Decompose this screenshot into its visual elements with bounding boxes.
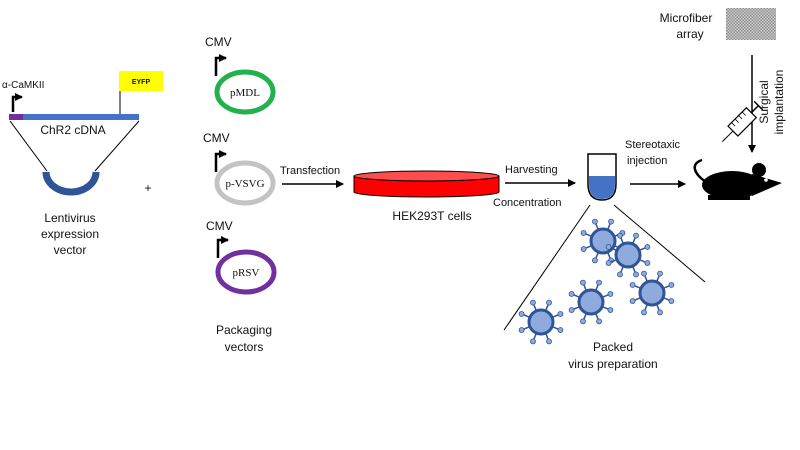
virus-particle-icon [605,232,651,278]
vector-funnel-right [94,120,140,172]
mouse-head [752,174,782,196]
plasmid-pvsvg: CMV p-VSVG [203,131,276,206]
plasmid-label: p-VSVG [225,178,264,190]
mouse-ear [752,163,766,177]
plasmid-prsv: CMV pRSV [206,219,277,295]
plasmid-label: pMDL [230,87,260,99]
dish-top [353,170,500,182]
concentration-label: Concentration [493,197,562,209]
cmv-label: CMV [203,131,230,145]
microfiber-array-icon [726,8,776,40]
vector-backbone [42,171,100,196]
virus-particle-icon [568,279,614,325]
vector-bar [23,114,139,120]
promoter-segment [9,114,23,120]
transfection-label: Transfection [280,165,340,177]
mouse-eye [764,178,768,182]
surgical-label-line1: Surgical [757,80,771,123]
mouse-body [702,171,762,199]
plus-sign: + [144,181,151,195]
virus-particle-icon [629,270,675,316]
microfiber-label-line1: Microfiber [660,11,713,25]
hek293t-label: HEK293T cells [392,209,471,223]
plasmid-ring [214,160,276,206]
virus-particle-icon [518,299,564,345]
stereotaxic-label-line1: Stereotaxic [625,139,681,151]
vector-caption-line1: Lentivirus [44,211,95,225]
promoter-arrow-icon [11,93,23,112]
packaging-caption-line1: Packaging [216,323,272,337]
promoter-arrow-icon [216,236,229,258]
eyfp-box [119,71,163,91]
packaging-vectors: CMV pMDL CMV p-VSVG CMV pRSV Packaging v… [203,35,277,354]
plasmid-pmdl: CMV pMDL [205,35,276,115]
promoter-arrow-icon [214,54,227,76]
tube-liquid [589,176,615,199]
virus-caption-line1: Packed [593,340,633,354]
concentrated-virus-tube [587,153,617,201]
plasmid-ring [215,249,277,295]
hek293t-culture-dish [353,170,500,198]
vector-funnel-left [9,120,48,172]
packaging-caption-line2: vectors [225,340,264,354]
vector-caption-line2: expression [41,227,99,241]
lentivirus-expression-vector: α-CaMKII EYFP ChR2 cDNA Lentivirus expre… [2,71,163,257]
microfiber-label-line2: array [676,27,703,41]
syringe-icon [721,100,764,143]
promoter-label: α-CaMKII [2,80,44,91]
dish-bottom-rim [353,191,500,198]
virus-cone-left [503,204,591,331]
dish-bottom [354,187,499,197]
surgical-label-line2: implantation [772,70,786,135]
plasmid-ring [214,69,276,115]
vector-caption-line3: vector [54,243,87,257]
virus-cone-right [613,204,706,283]
mouse-icon [693,158,782,200]
plasmid-label: pRSV [233,267,260,279]
insert-label: ChR2 cDNA [40,123,105,137]
cmv-label: CMV [206,219,233,233]
promoter-arrow-icon [214,150,227,172]
harvesting-label: Harvesting [505,164,558,176]
eyfp-label: EYFP [132,79,151,86]
cmv-label: CMV [205,35,232,49]
mouse-feet [708,195,750,200]
mouse-tail [693,158,707,184]
virus-caption-line2: virus preparation [568,357,657,371]
stereotaxic-label-line2: injection [627,155,667,167]
virus-particles [518,218,675,345]
